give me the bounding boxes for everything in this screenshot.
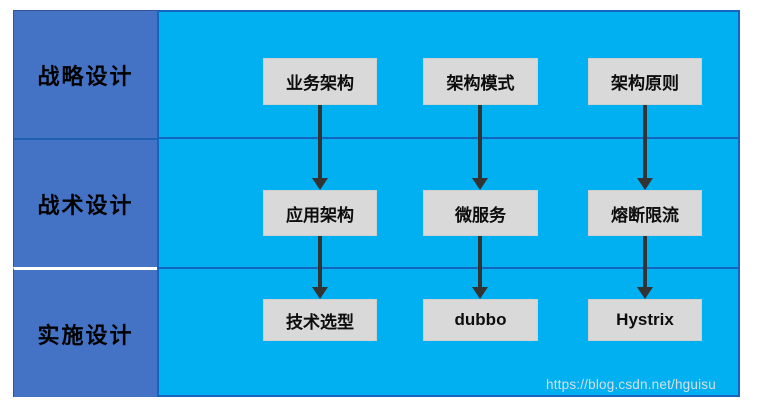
arrow-head-icon xyxy=(472,287,488,299)
arrow-head-icon xyxy=(637,178,653,190)
arrow-shaft xyxy=(643,105,647,178)
box-application-architecture: 应用架构 xyxy=(263,190,377,236)
box-label: 架构模式 xyxy=(446,74,515,93)
box-label: 业务架构 xyxy=(286,74,354,93)
box-label: 熔断限流 xyxy=(611,205,679,225)
row-label-tactical-design: 战术设计 xyxy=(37,192,134,218)
box-circuit-breaking-rate-limiting: 熔断限流 xyxy=(588,190,702,236)
arrow-shaft xyxy=(318,105,322,178)
row-separator-2 xyxy=(157,267,740,269)
row-cell-implementation-design: 实施设计 xyxy=(13,267,157,397)
box-dubbo: dubbo xyxy=(423,299,538,341)
row-label-implementation-design: 实施设计 xyxy=(37,322,134,348)
arrow-shaft xyxy=(478,105,482,178)
box-label: 微服务 xyxy=(455,205,506,225)
arrow-head-icon xyxy=(472,178,488,190)
row-cell-strategic-design: 战略设计 xyxy=(13,10,157,138)
arrow-head-icon xyxy=(312,287,328,299)
arrow-shaft xyxy=(643,236,647,287)
box-technology-selection: 技术选型 xyxy=(263,299,377,341)
box-architecture-pattern: 架构模式 xyxy=(423,58,538,105)
arrow-head-icon xyxy=(637,287,653,299)
box-architecture-principles: 架构原则 xyxy=(588,58,702,105)
arrow-head-icon xyxy=(312,178,328,190)
box-label: Hystrix xyxy=(616,310,674,329)
box-microservices: 微服务 xyxy=(423,190,538,236)
csdn-watermark: https://blog.csdn.net/hguisu xyxy=(546,377,716,392)
arrow-shaft xyxy=(478,236,482,287)
box-hystrix: Hystrix xyxy=(588,299,702,341)
row-label-strategic-design: 战略设计 xyxy=(37,63,134,89)
arrow-shaft xyxy=(318,236,322,287)
box-label: 技术选型 xyxy=(286,312,354,332)
row-separator-1 xyxy=(157,137,740,139)
box-label: 架构原则 xyxy=(611,74,679,93)
box-label: dubbo xyxy=(454,310,507,329)
row-label-column: 战略设计 战术设计 实施设计 xyxy=(13,10,157,397)
row-cell-tactical-design: 战术设计 xyxy=(13,138,157,267)
box-label: 应用架构 xyxy=(286,205,354,225)
box-business-architecture: 业务架构 xyxy=(263,58,377,105)
